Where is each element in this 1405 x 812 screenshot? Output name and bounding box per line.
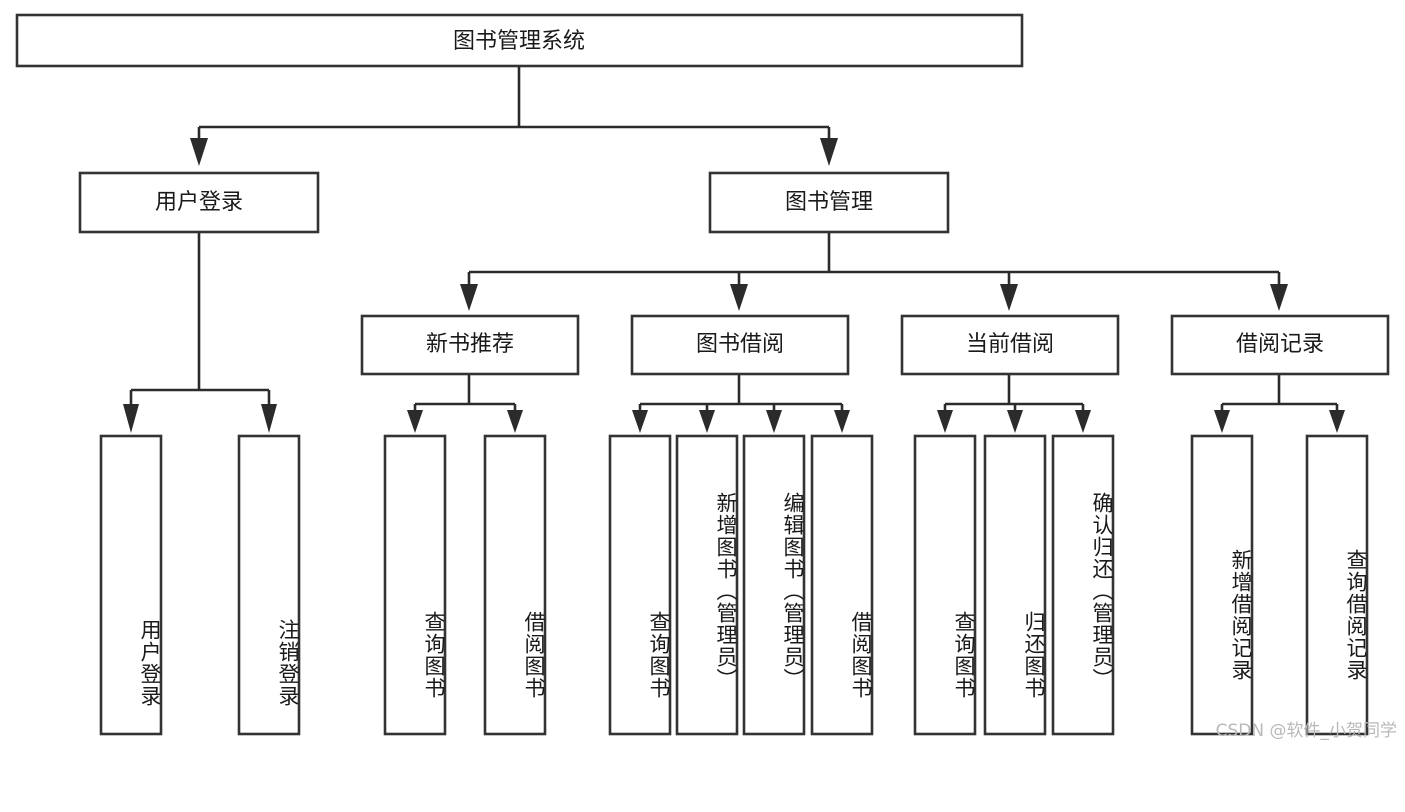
- node-box-leaf-query-book-2[interactable]: [608, 434, 672, 736]
- node-box-leaf-return-book[interactable]: [983, 434, 1047, 736]
- connector-group-new-book-recommend-to-leaves: [407, 374, 523, 433]
- node-box-leaf-query-book-1[interactable]: [383, 434, 447, 736]
- node-label-book-borrow: 图书借阅: [696, 332, 784, 357]
- arrow-head-book-management: [820, 138, 838, 166]
- csdn-watermark: CSDN @软件_小贺同学: [1215, 721, 1397, 741]
- arrow-head-leaf-query-record: [1329, 410, 1345, 433]
- node-box-leaf-borrow-book-1[interactable]: [483, 434, 547, 736]
- node-box-leaf-query-record[interactable]: [1305, 434, 1369, 736]
- arrow-head-leaf-borrow-book-2: [834, 410, 850, 433]
- node-label-borrow-record: 借阅记录: [1236, 332, 1324, 357]
- node-label-current-borrow: 当前借阅: [966, 332, 1054, 357]
- arrow-head-leaf-add-book: [699, 410, 715, 433]
- node-box-borrow-record[interactable]: [1170, 314, 1390, 376]
- node-box-book-management[interactable]: [708, 171, 950, 234]
- node-box-leaf-borrow-book-2[interactable]: [810, 434, 874, 736]
- arrow-head-user-login: [190, 138, 208, 166]
- connector-group-current-borrow-to-leaves: [937, 374, 1091, 433]
- connector-group-borrow-record-to-leaves: [1214, 374, 1345, 433]
- node-box-leaf-add-record[interactable]: [1190, 434, 1254, 736]
- diagram-svg-layer: 图书管理系统 用户登录 图书管理 新书推荐 图书借阅 当前借阅 借阅记录: [15, 13, 1390, 736]
- node-label-user-login: 用户登录: [155, 190, 243, 215]
- connector-group-user-login-to-leaves: [123, 232, 277, 433]
- node-label-root: 图书管理系统: [453, 29, 585, 54]
- arrow-head-leaf-query-book-2: [632, 410, 648, 433]
- node-box-leaf-edit-book[interactable]: [742, 434, 806, 736]
- node-box-leaf-add-book[interactable]: [675, 434, 739, 736]
- arrow-head-leaf-add-record: [1214, 410, 1230, 433]
- arrow-head-new-book-recommend: [460, 284, 478, 311]
- node-label-new-book-recommend: 新书推荐: [426, 332, 514, 357]
- arrow-head-leaf-user-login: [123, 404, 139, 433]
- node-box-leaf-confirm-return[interactable]: [1051, 434, 1115, 736]
- arrow-head-leaf-query-book-1: [407, 410, 423, 433]
- node-box-leaf-query-book-3[interactable]: [913, 434, 977, 736]
- tree-diagram-canvas: 图书管理系统 用户登录 图书管理 新书推荐 图书借阅 当前借阅 借阅记录 用户登…: [15, 13, 1397, 741]
- connector-group-root-to-level2: [190, 66, 838, 166]
- node-box-user-login[interactable]: [78, 171, 320, 234]
- node-label-book-management: 图书管理: [785, 190, 873, 215]
- node-box-current-borrow[interactable]: [900, 314, 1120, 376]
- arrow-head-leaf-confirm-return: [1075, 410, 1091, 433]
- connector-group-book-management-to-level3: [460, 232, 1288, 311]
- node-box-leaf-user-login[interactable]: [99, 434, 163, 736]
- node-box-book-borrow[interactable]: [630, 314, 850, 376]
- node-box-root[interactable]: [15, 13, 1024, 68]
- connector-group-book-borrow-to-leaves: [632, 374, 850, 433]
- arrow-head-leaf-edit-book: [766, 410, 782, 433]
- node-box-leaf-logout-login[interactable]: [237, 434, 301, 736]
- node-box-new-book-recommend[interactable]: [360, 314, 580, 376]
- arrow-head-current-borrow: [1000, 284, 1018, 311]
- arrow-head-leaf-query-book-3: [937, 410, 953, 433]
- arrow-head-leaf-return-book: [1007, 410, 1023, 433]
- arrow-head-book-borrow: [730, 284, 748, 311]
- arrow-head-leaf-logout-login: [261, 404, 277, 433]
- arrow-head-leaf-borrow-book-1: [507, 410, 523, 433]
- arrow-head-borrow-record: [1270, 284, 1288, 311]
